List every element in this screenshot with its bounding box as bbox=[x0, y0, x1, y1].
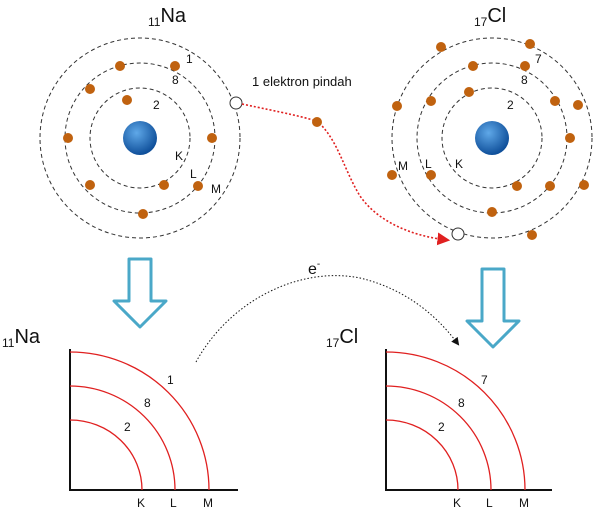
electron-arc-arrow bbox=[195, 275, 460, 363]
cl-plot-title: 17Cl bbox=[326, 326, 358, 350]
na-electron bbox=[63, 133, 73, 143]
na-plot-tick-m: M bbox=[203, 496, 213, 510]
cl-plot-count-l: 8 bbox=[458, 396, 465, 410]
cl-electron bbox=[426, 96, 436, 106]
na-electron bbox=[85, 180, 95, 190]
down-arrow-left bbox=[112, 257, 168, 329]
cl-electron bbox=[426, 170, 436, 180]
na-curve-m bbox=[69, 351, 210, 491]
na-plot-count-m: 1 bbox=[167, 373, 174, 387]
na-plot-count-l: 8 bbox=[144, 396, 151, 410]
na-electron bbox=[85, 84, 95, 94]
cl-plot-count-m: 7 bbox=[481, 373, 488, 387]
na-electron bbox=[115, 61, 125, 71]
na-atom-title: 11Na bbox=[148, 5, 187, 29]
na-count-m: 1 bbox=[186, 52, 193, 66]
cl-gained-electron-slot bbox=[451, 227, 465, 241]
cl-electrons bbox=[387, 39, 589, 240]
na-plot-tick-k: K bbox=[137, 496, 145, 510]
down-arrow-right bbox=[465, 267, 521, 349]
na-nucleus bbox=[123, 121, 157, 155]
cl-electron bbox=[579, 180, 589, 190]
na-curve-k bbox=[69, 419, 143, 491]
na-electron bbox=[207, 133, 217, 143]
na-count-k: 2 bbox=[153, 98, 160, 112]
cl-electron bbox=[512, 181, 522, 191]
na-electron bbox=[138, 209, 148, 219]
electron-arc: e- bbox=[195, 259, 460, 363]
cl-label-m: M bbox=[398, 159, 408, 173]
na-label-k: K bbox=[175, 149, 183, 163]
cl-curve-k bbox=[385, 419, 459, 491]
cl-curve-m bbox=[385, 351, 526, 491]
na-shell-m bbox=[39, 37, 241, 239]
electron-transfer: 1 elektron pindah bbox=[241, 74, 451, 246]
transfer-arrow bbox=[241, 103, 451, 246]
cl-plot-atomic-number: 17 bbox=[326, 336, 340, 350]
cl-plot-symbol: Cl bbox=[339, 326, 358, 348]
na-label-l: L bbox=[190, 167, 197, 181]
na-electron bbox=[193, 181, 203, 191]
na-shell-plot: 11Na 2 8 1 K L M bbox=[2, 326, 238, 510]
cl-count-m: 7 bbox=[535, 52, 542, 66]
na-shell-k bbox=[89, 87, 191, 189]
cl-electron bbox=[392, 101, 402, 111]
cl-electron bbox=[527, 230, 537, 240]
na-electrons bbox=[63, 61, 217, 219]
na-plot-title: 11Na bbox=[2, 326, 41, 350]
cl-nucleus bbox=[475, 121, 509, 155]
na-atomic-number: 11 bbox=[148, 15, 161, 29]
cl-label-k: K bbox=[455, 157, 463, 171]
electron-symbol: e- bbox=[308, 259, 320, 278]
cl-electron bbox=[525, 39, 535, 49]
cl-shell-k bbox=[441, 87, 543, 189]
na-plot-atomic-number: 11 bbox=[2, 336, 15, 350]
cl-atom: 17Cl 7 8 2 M L K bbox=[387, 5, 593, 241]
cl-electron bbox=[545, 181, 555, 191]
cl-label-l: L bbox=[425, 157, 432, 171]
cl-plot-count-k: 2 bbox=[438, 420, 445, 434]
cl-electron bbox=[464, 87, 474, 97]
cl-electron bbox=[550, 96, 560, 106]
cl-electron bbox=[487, 207, 497, 217]
cl-electron bbox=[573, 100, 583, 110]
cl-count-l: 8 bbox=[521, 73, 528, 87]
na-label-m: M bbox=[211, 182, 221, 196]
transfer-label: 1 elektron pindah bbox=[252, 74, 352, 89]
na-plot-count-k: 2 bbox=[124, 420, 131, 434]
moving-electron bbox=[312, 117, 322, 127]
cl-electron bbox=[468, 61, 478, 71]
na-electron bbox=[122, 95, 132, 105]
na-curve-l bbox=[69, 385, 176, 491]
na-plot-symbol: Na bbox=[14, 326, 40, 348]
na-electron bbox=[159, 180, 169, 190]
cl-electron bbox=[436, 42, 446, 52]
cl-symbol: Cl bbox=[487, 5, 506, 27]
cl-shell-plot: 17Cl 2 8 7 K L M bbox=[326, 326, 552, 510]
cl-electron bbox=[520, 61, 530, 71]
cl-shell-m bbox=[391, 37, 593, 239]
cl-electron bbox=[565, 133, 575, 143]
cl-plot-tick-m: M bbox=[519, 496, 529, 510]
cl-electron bbox=[387, 170, 397, 180]
cl-curve-l bbox=[385, 385, 492, 491]
na-symbol: Na bbox=[160, 5, 186, 27]
cl-atom-title: 17Cl bbox=[474, 5, 506, 29]
cl-atomic-number: 17 bbox=[474, 15, 488, 29]
na-vacated-electron bbox=[229, 96, 243, 110]
cl-plot-tick-k: K bbox=[453, 496, 461, 510]
na-count-l: 8 bbox=[172, 73, 179, 87]
na-atom: 11Na 1 8 2 K L M bbox=[39, 5, 243, 239]
na-electron bbox=[170, 61, 180, 71]
cl-count-k: 2 bbox=[507, 98, 514, 112]
cl-plot-tick-l: L bbox=[486, 496, 493, 510]
na-plot-tick-l: L bbox=[170, 496, 177, 510]
